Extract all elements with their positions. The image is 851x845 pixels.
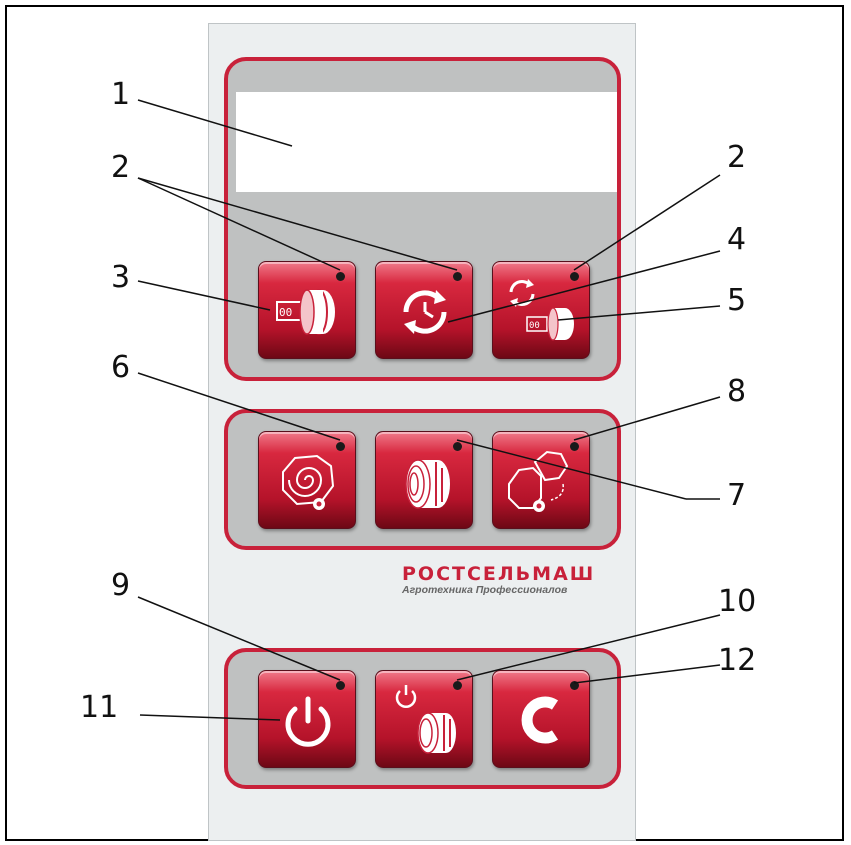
callout-1: 1 bbox=[111, 77, 131, 112]
power-button[interactable] bbox=[258, 670, 356, 768]
power-net-button[interactable] bbox=[375, 670, 473, 768]
status-led bbox=[453, 681, 462, 690]
bale-eject-button[interactable] bbox=[492, 431, 590, 529]
callout-7: 7 bbox=[727, 478, 747, 513]
net-wrap-button[interactable] bbox=[375, 431, 473, 529]
power-icon bbox=[285, 696, 331, 747]
callout-9: 9 bbox=[111, 568, 131, 603]
display-screen bbox=[236, 92, 617, 192]
callout-2-right: 2 bbox=[727, 140, 747, 175]
net-wrap-icon bbox=[405, 459, 450, 509]
callout-11: 11 bbox=[80, 690, 119, 725]
wrap-button[interactable] bbox=[258, 431, 356, 529]
bale-counter-icon: 00 bbox=[276, 289, 335, 335]
status-led bbox=[570, 681, 579, 690]
callout-2-left: 2 bbox=[111, 150, 131, 185]
callout-4: 4 bbox=[727, 222, 747, 257]
clear-icon bbox=[521, 696, 559, 744]
wrap-icon bbox=[282, 454, 335, 510]
callout-10: 10 bbox=[718, 584, 757, 619]
callout-3: 3 bbox=[111, 260, 131, 295]
svg-text:00: 00 bbox=[279, 306, 292, 319]
brand-tagline: Агротехника Профессионалов bbox=[402, 584, 568, 596]
bale-counter-button[interactable]: 00 bbox=[258, 261, 356, 359]
cycle-icon bbox=[403, 290, 447, 334]
callout-8: 8 bbox=[727, 374, 747, 409]
clear-button[interactable] bbox=[492, 670, 590, 768]
callout-6: 6 bbox=[111, 350, 131, 385]
bale-eject-icon bbox=[508, 450, 569, 512]
callout-12: 12 bbox=[718, 643, 757, 678]
svg-text:00: 00 bbox=[529, 321, 540, 331]
status-led bbox=[336, 442, 345, 451]
status-led bbox=[336, 681, 345, 690]
cycle-counter-button[interactable]: 00 bbox=[492, 261, 590, 359]
brand-logo: РОСТСЕЛЬМАШ bbox=[402, 563, 596, 585]
power-net-icon bbox=[395, 685, 456, 754]
callout-5: 5 bbox=[727, 283, 747, 318]
cycle-button[interactable] bbox=[375, 261, 473, 359]
status-led bbox=[336, 272, 345, 281]
cycle-counter-icon: 00 bbox=[509, 279, 574, 341]
